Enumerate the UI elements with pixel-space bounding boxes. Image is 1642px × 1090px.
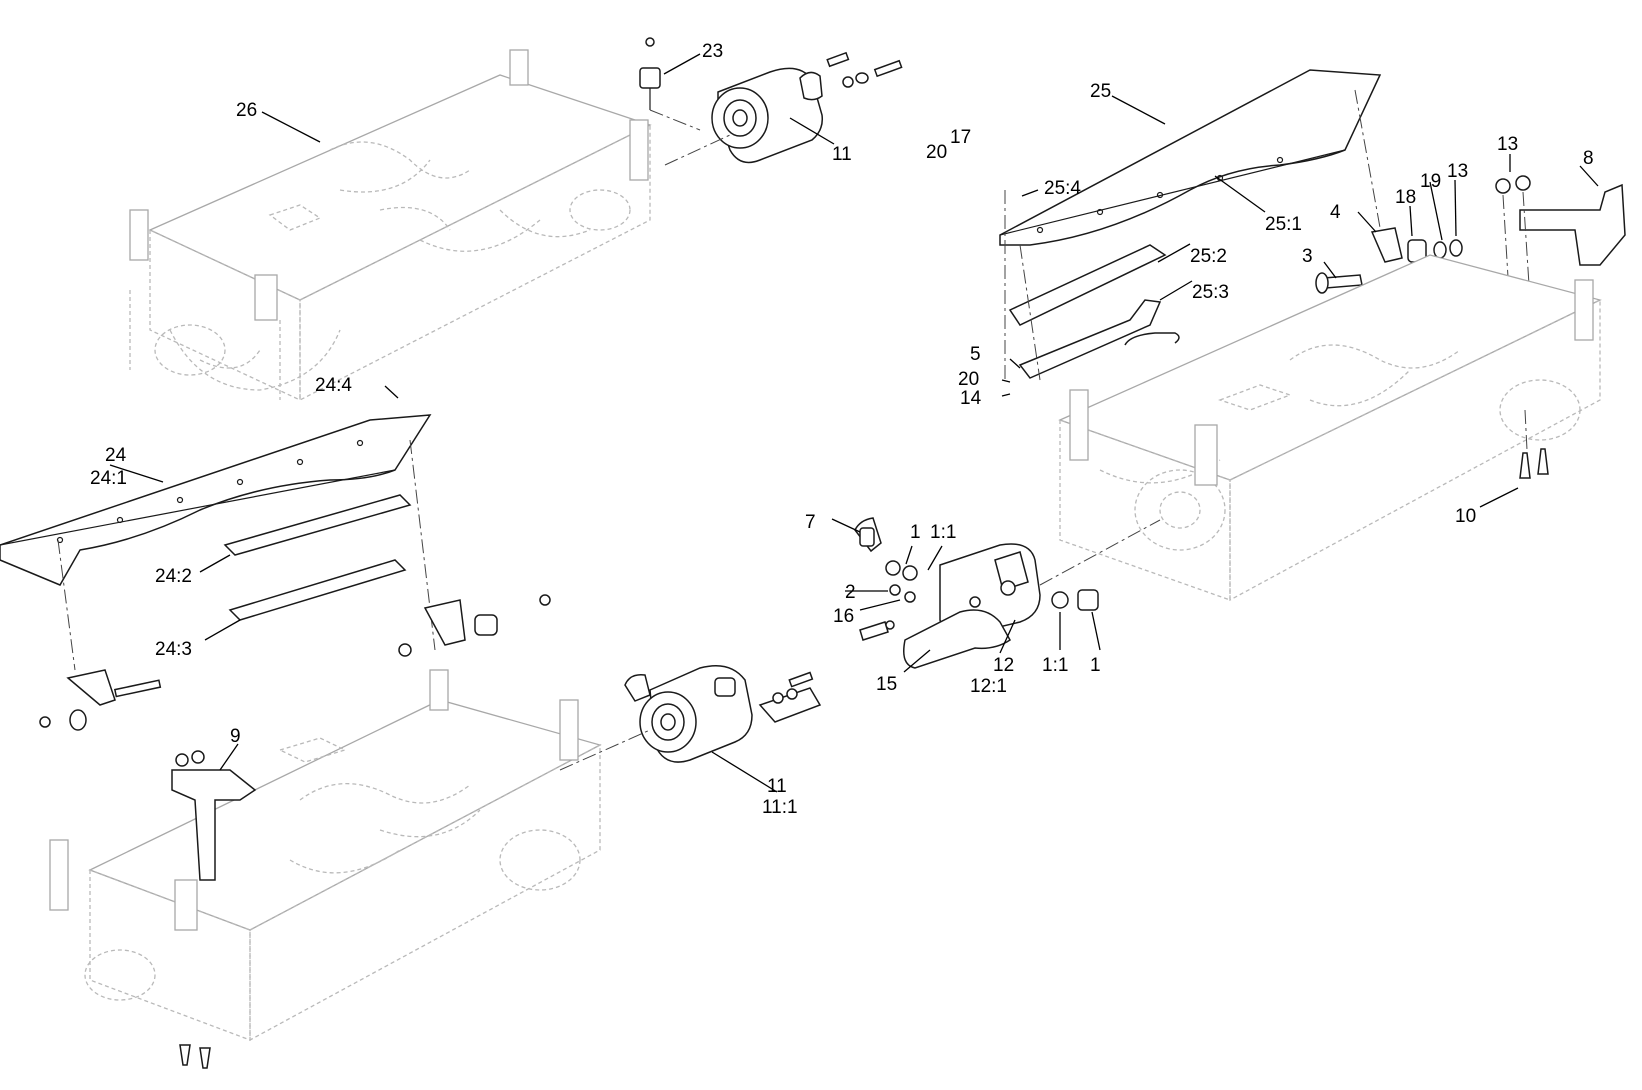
mount-bracket-left xyxy=(39,594,551,731)
cutting-unit-frame-right xyxy=(1058,254,1602,602)
callout-7: 7 xyxy=(805,512,816,533)
motor-11-bottom xyxy=(624,665,822,763)
callout-20-top: 20 xyxy=(926,142,947,163)
callout-3: 3 xyxy=(1302,246,1313,267)
leader-lines xyxy=(109,53,1599,793)
callout-24-3: 24:3 xyxy=(155,639,192,660)
callout-2: 2 xyxy=(845,582,856,603)
callout-14: 14 xyxy=(960,388,982,409)
shield-mount-holes xyxy=(1036,156,1284,234)
callout-26: 26 xyxy=(236,100,257,121)
shield-25-top-right xyxy=(999,69,1382,379)
callout-16: 16 xyxy=(833,606,854,627)
callout-25-3: 25:3 xyxy=(1192,282,1229,303)
callout-15: 15 xyxy=(876,674,897,695)
motor-top-left xyxy=(711,51,903,164)
bolt-10 xyxy=(1519,448,1549,479)
callout-labels: 26 23 11 25 25:1 25:2 25:3 25:4 17 20 5 … xyxy=(90,41,1594,818)
callout-1-1-top: 1:1 xyxy=(930,522,956,543)
shield-24-holes xyxy=(56,439,364,544)
callout-1-bottom: 1 xyxy=(1090,655,1101,676)
callout-4: 4 xyxy=(1330,202,1341,223)
callout-11-bottom: 11 xyxy=(767,776,787,797)
callout-20-mid: 20 xyxy=(958,369,979,390)
callout-13-mid: 13 xyxy=(1447,161,1468,182)
callout-8: 8 xyxy=(1583,148,1594,169)
callout-25-2: 25:2 xyxy=(1190,246,1227,267)
callout-1-1-bottom: 1:1 xyxy=(1042,655,1068,676)
callout-24-4: 24:4 xyxy=(315,375,352,396)
callout-9: 9 xyxy=(230,726,241,747)
callout-13-right: 13 xyxy=(1497,134,1518,155)
cutting-unit-frame-bottom-left xyxy=(49,669,602,1042)
callout-24: 24 xyxy=(105,445,127,466)
guard-8 xyxy=(1495,175,1626,266)
bolts-bottom xyxy=(179,1044,211,1069)
callout-24-1: 24:1 xyxy=(90,468,127,489)
callout-24-2: 24:2 xyxy=(155,566,192,587)
callout-5: 5 xyxy=(970,344,981,365)
callout-17: 17 xyxy=(950,127,971,148)
callout-25-1: 25:1 xyxy=(1265,214,1302,235)
callout-19: 19 xyxy=(1420,171,1441,192)
callout-25-4: 25:4 xyxy=(1044,178,1081,199)
callout-12-1: 12:1 xyxy=(970,676,1007,697)
callout-25: 25 xyxy=(1090,81,1111,102)
callout-11-1: 11:1 xyxy=(762,797,798,818)
guard-9 xyxy=(171,750,257,881)
callout-1-top: 1 xyxy=(910,522,921,543)
nut-23 xyxy=(639,37,661,110)
shield-24-left xyxy=(0,414,432,621)
callout-18: 18 xyxy=(1395,187,1416,208)
callout-11-top: 11 xyxy=(832,144,852,165)
callout-23: 23 xyxy=(702,41,723,62)
callout-12: 12 xyxy=(993,655,1014,676)
callout-10: 10 xyxy=(1455,506,1476,527)
cutting-unit-frame-top-left xyxy=(129,49,652,402)
motor-12-center xyxy=(854,517,1099,669)
